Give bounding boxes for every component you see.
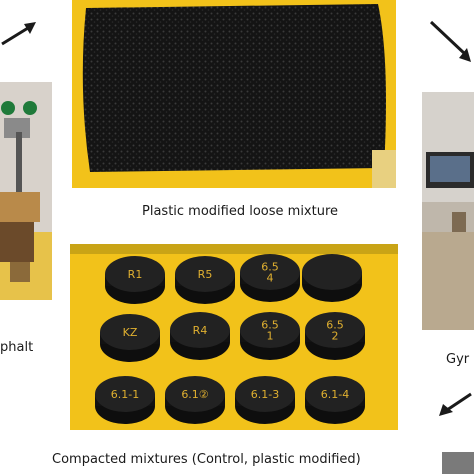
- sample-label: R1: [128, 268, 143, 281]
- sample-puck: [302, 254, 362, 302]
- sample-label: 6.1-4: [321, 388, 349, 401]
- sample-puck: 6.1②: [165, 376, 225, 424]
- sample-label: 6.1-1: [111, 388, 139, 401]
- arrow-bottom-right-icon: [439, 392, 472, 416]
- sample-label: 6.5: [261, 319, 279, 332]
- loose-mixture-caption: Plastic modified loose mixture: [142, 204, 339, 219]
- sample-puck: KZ: [100, 314, 160, 362]
- sample-puck: 6.54: [240, 254, 300, 302]
- sample-puck: 6.1-3: [235, 376, 295, 424]
- sample-puck: R1: [105, 256, 165, 304]
- corner-fragment: [442, 452, 474, 474]
- arrow-top-right-icon: [429, 20, 471, 62]
- left-caption-fragment: phalt: [0, 340, 34, 355]
- sample-puck: 6.51: [240, 312, 300, 360]
- right-compactor-photo: [422, 92, 474, 330]
- left-equipment-photo: [0, 82, 52, 300]
- sample-label: 6.5: [261, 261, 279, 274]
- sample-label: R4: [193, 324, 208, 337]
- sample-label: 1: [267, 330, 274, 343]
- sample-puck: 6.1-4: [305, 376, 365, 424]
- right-caption-fragment: Gyr: [446, 352, 470, 367]
- sample-label: 6.1-3: [251, 388, 279, 401]
- sample-label: 6.5: [326, 319, 344, 332]
- sample-puck: 6.52: [305, 312, 365, 360]
- sample-label: KZ: [123, 326, 138, 339]
- sample-label: 6.1②: [181, 388, 208, 401]
- sample-puck: 6.1-1: [95, 376, 155, 424]
- sample-label: R5: [198, 268, 213, 281]
- sample-label: 2: [332, 330, 339, 343]
- sample-puck: R4: [170, 312, 230, 360]
- sample-puck: R5: [175, 256, 235, 304]
- sample-label: 4: [267, 272, 274, 285]
- arrow-top-left-icon: [1, 22, 36, 46]
- loose-mixture-photo: [72, 0, 396, 188]
- compacted-mixtures-caption: Compacted mixtures (Control, plastic mod…: [52, 452, 361, 467]
